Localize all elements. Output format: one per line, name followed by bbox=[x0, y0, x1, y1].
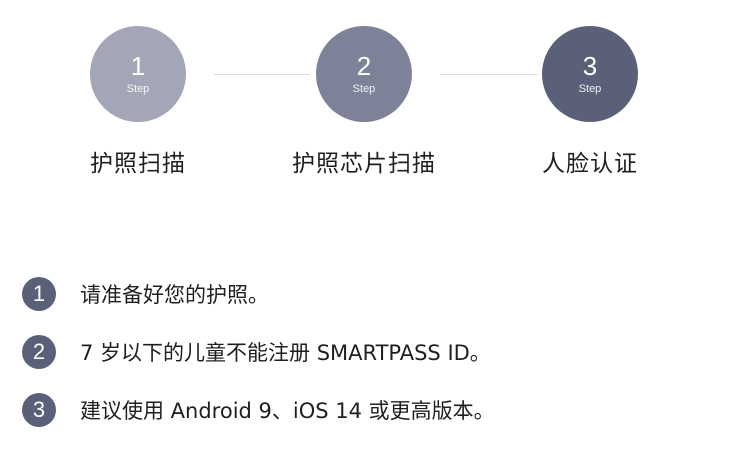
step-2-circle: 2 Step bbox=[316, 26, 412, 122]
step-2: 2 Step 护照芯片扫描 bbox=[274, 26, 454, 178]
step-3-sub: Step bbox=[578, 83, 602, 95]
step-connector-2-3 bbox=[440, 74, 538, 75]
requirement-text: 建议使用 Android 9、iOS 14 或更高版本。 bbox=[80, 399, 495, 423]
step-1: 1 Step 护照扫描 bbox=[48, 26, 228, 178]
step-1-sub: Step bbox=[126, 83, 150, 95]
step-3-number: 3 bbox=[582, 51, 598, 81]
requirement-text: 7 岁以下的儿童不能注册 SMARTPASS ID。 bbox=[80, 341, 491, 365]
step-3: 3 Step 人脸认证 bbox=[500, 26, 680, 178]
requirement-item: 3 建议使用 Android 9、iOS 14 或更高版本。 bbox=[22, 392, 495, 428]
step-connector-1-2 bbox=[214, 74, 310, 75]
step-1-circle: 1 Step bbox=[90, 26, 186, 122]
step-3-label: 人脸认证 bbox=[542, 151, 638, 177]
step-2-number: 2 bbox=[356, 51, 372, 81]
number-badge: 3 bbox=[22, 393, 56, 427]
requirement-item: 1 请准备好您的护照。 bbox=[22, 276, 495, 312]
step-3-circle: 3 Step bbox=[542, 26, 638, 122]
step-2-label: 护照芯片扫描 bbox=[292, 151, 436, 177]
requirement-item: 2 7 岁以下的儿童不能注册 SMARTPASS ID。 bbox=[22, 334, 495, 370]
number-badge: 2 bbox=[22, 335, 56, 369]
step-1-number: 1 bbox=[130, 51, 146, 81]
requirement-text: 请准备好您的护照。 bbox=[80, 283, 269, 307]
step-2-sub: Step bbox=[352, 83, 376, 95]
step-1-label: 护照扫描 bbox=[90, 151, 186, 177]
step-progress: 1 Step 护照扫描 2 Step 护照芯片扫描 3 Step 人脸认证 bbox=[0, 0, 731, 200]
requirements-list: 1 请准备好您的护照。 2 7 岁以下的儿童不能注册 SMARTPASS ID。… bbox=[22, 276, 495, 450]
number-badge: 1 bbox=[22, 277, 56, 311]
